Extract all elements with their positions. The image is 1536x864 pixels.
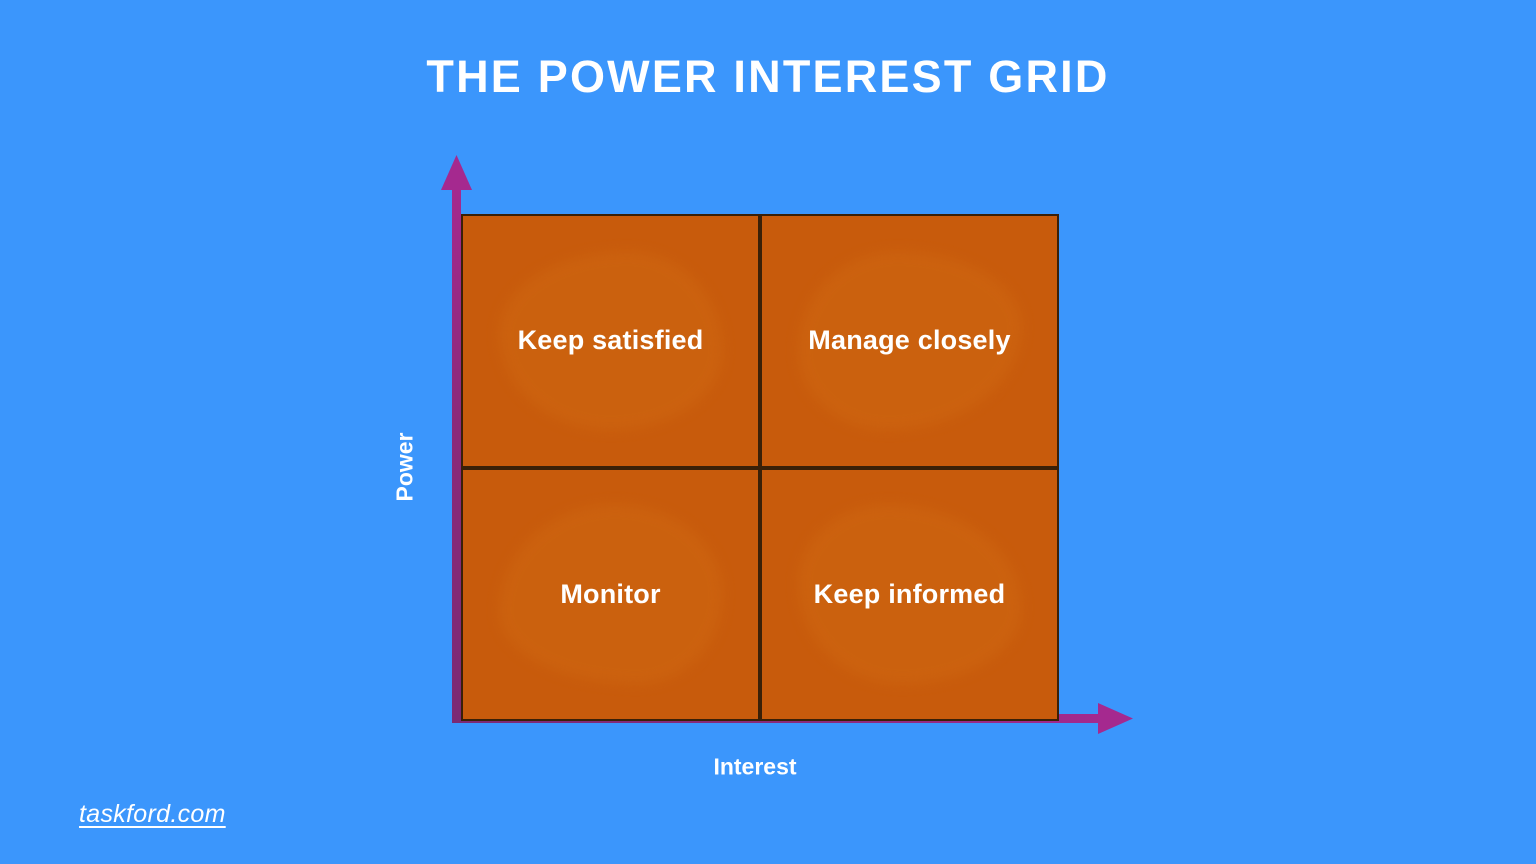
quadrant-label: Manage closely — [808, 325, 1011, 356]
x-axis-label: Interest — [713, 753, 797, 780]
page-title: THE POWER INTEREST GRID — [426, 51, 1110, 102]
quadrant-keep-satisfied[interactable]: Keep satisfied — [461, 214, 760, 468]
quadrant-manage-closely[interactable]: Manage closely — [760, 214, 1059, 468]
quadrant-keep-informed[interactable]: Keep informed — [760, 467, 1059, 721]
quadrant-grid: Keep satisfied Manage closely Monitor Ke… — [461, 214, 1059, 721]
arrow-right-icon — [1098, 703, 1133, 734]
quadrant-label: Monitor — [560, 578, 661, 609]
quadrant-label: Keep informed — [813, 578, 1006, 609]
y-axis-label: Power — [391, 432, 418, 502]
quadrant-label: Keep satisfied — [517, 325, 704, 356]
quadrant-monitor[interactable]: Monitor — [461, 467, 760, 721]
watermark-link[interactable]: taskford.com — [79, 800, 226, 828]
arrow-up-icon — [441, 155, 472, 190]
